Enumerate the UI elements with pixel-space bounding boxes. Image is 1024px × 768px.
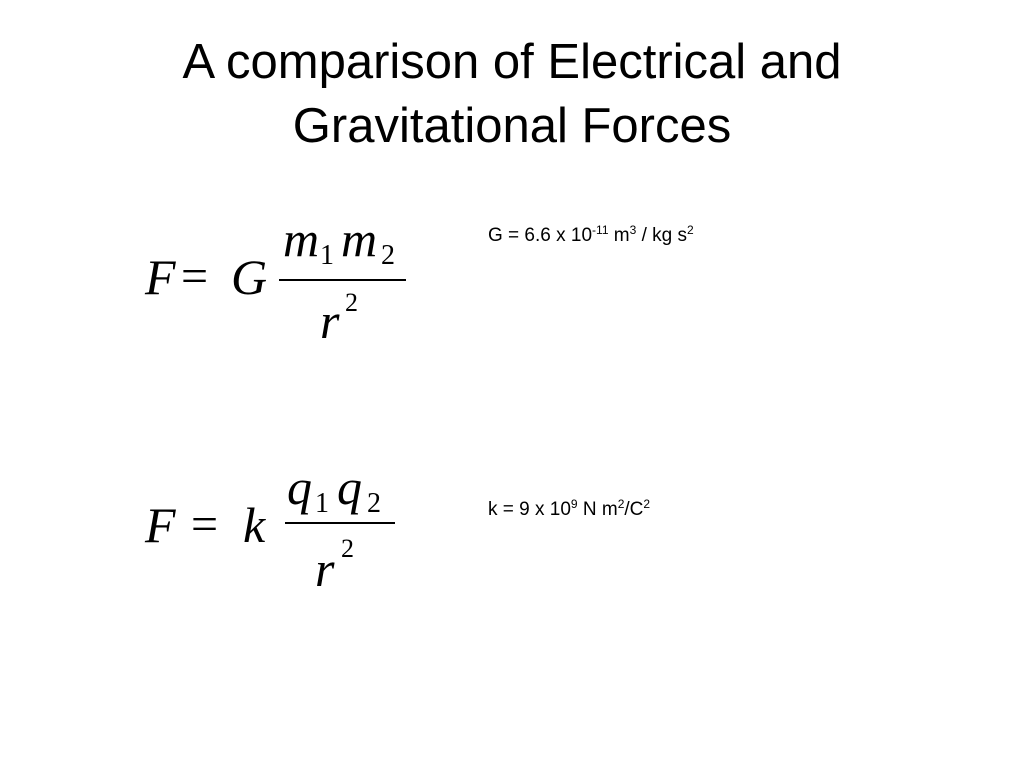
title-line-2: Gravitational Forces [292,99,732,153]
g-value-unit-m: m [608,225,630,246]
gravitational-constant-value: G = 6.6 x 10-11 m3 / kg s2 [488,224,694,248]
k-value-unit-c-exponent: 2 [643,497,651,511]
distance-exponent: 2 [341,534,354,563]
charge-symbol-1: q [287,459,312,515]
coulomb-constant-symbol: k [243,497,266,553]
gravitational-constant-symbol: G [231,249,268,305]
distance-exponent: 2 [345,288,358,317]
charge-subscript-1: 1 [315,488,329,519]
fraction-bar [279,279,406,281]
k-value-unit-n-m: N m [577,499,618,520]
mass-symbol-1: m [283,211,320,267]
charge-subscript-2: 2 [367,488,381,519]
fraction-bar [285,522,395,524]
gravity-formula: F = G m 1 m 2 r 2 [145,210,435,350]
coulomb-constant-value: k = 9 x 109 N m2/C2 [488,498,650,522]
force-symbol: F [145,497,176,553]
g-value-unit-kg-s: / kg s [636,225,687,246]
k-value-unit-m-exponent: 2 [617,497,625,511]
k-value-prefix: k = 9 x 10 [488,499,571,520]
coulomb-formula: F = k q 1 q 2 r 2 [145,458,435,598]
equals-sign: = [181,250,209,303]
distance-symbol: r [315,541,335,597]
mass-symbol-2: m [341,211,378,267]
title-line-1: A comparison of Electrical and [182,35,842,89]
g-value-unit-m-exponent: 3 [629,223,637,237]
charge-symbol-2: q [337,459,362,515]
mass-subscript-1: 1 [320,240,334,271]
slide-title: A comparison of Electrical and Gravitati… [0,30,1024,158]
mass-subscript-2: 2 [381,240,395,271]
g-value-exponent: -11 [592,223,609,237]
distance-symbol: r [320,293,340,349]
equals-sign: = [191,498,219,551]
force-symbol: F [145,249,176,305]
k-value-exponent: 9 [570,497,578,511]
k-value-unit-c: /C [624,499,644,520]
g-value-prefix: G = 6.6 x 10 [488,225,593,246]
g-value-unit-s-exponent: 2 [686,223,694,237]
